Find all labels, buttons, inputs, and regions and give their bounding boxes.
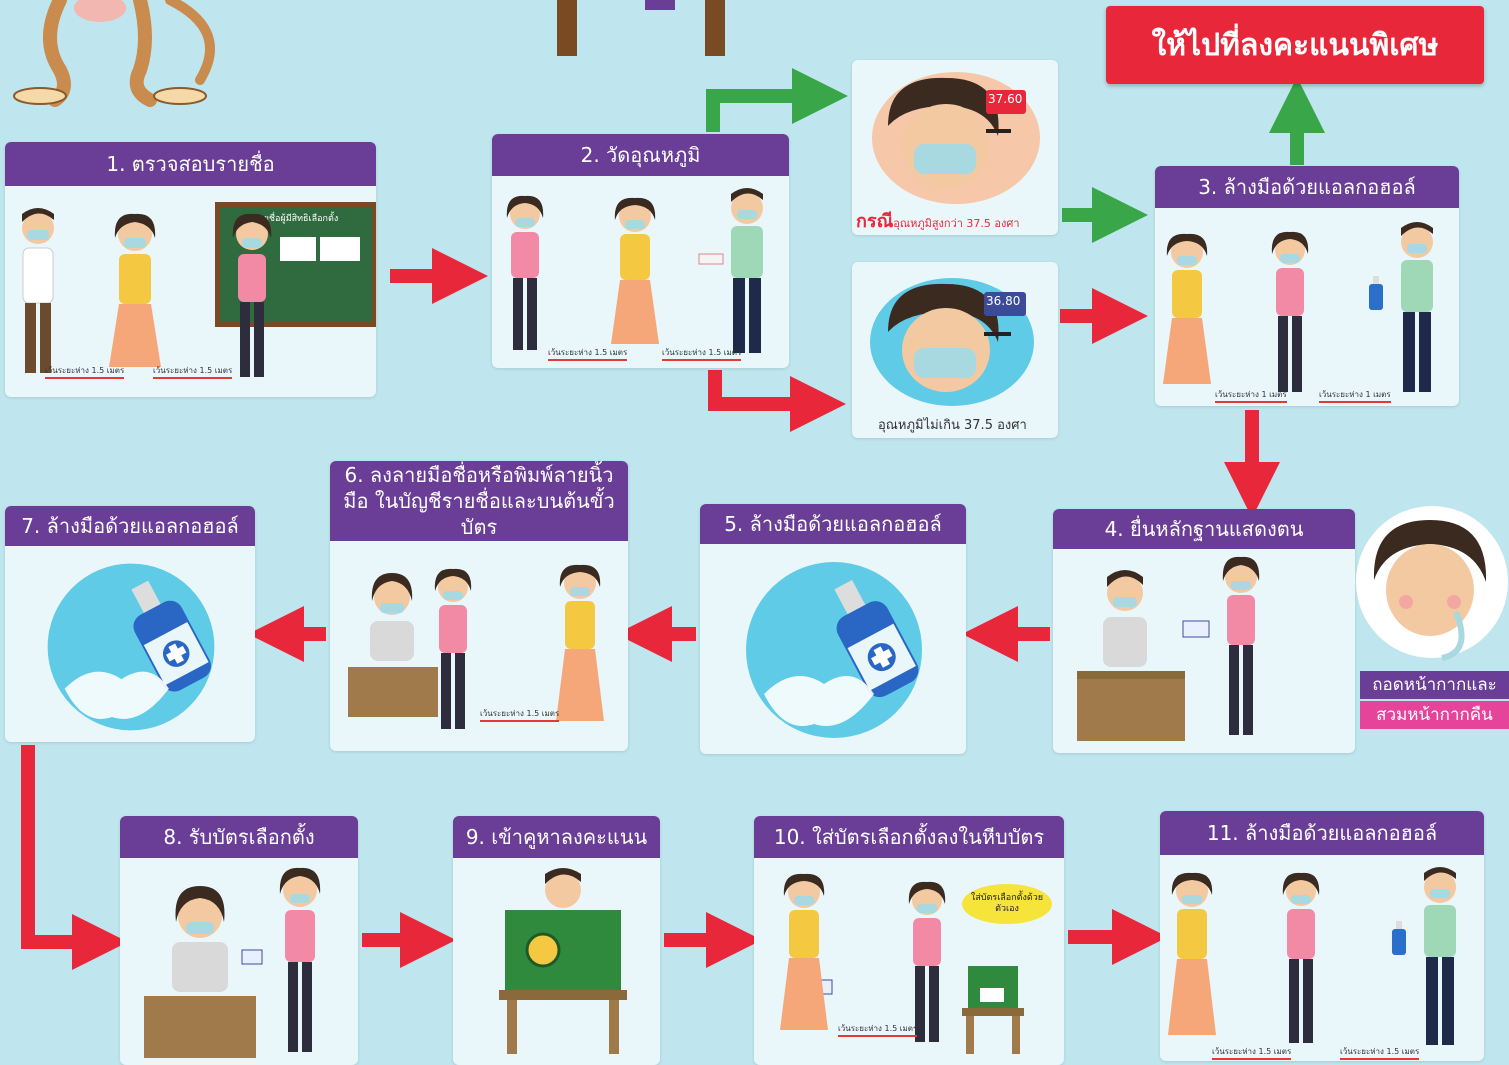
distance-label: เว้นระยะห่าง 1.5 เมตร (548, 346, 628, 361)
person-woman-pink-illustration (908, 881, 946, 1042)
high-temperature-caption: กรณีอุณหภูมิสูงกว่า 37.5 องศา (856, 206, 1020, 235)
person-woman-pink-illustration (1282, 872, 1320, 1043)
board-sheet (280, 237, 316, 261)
high-temperature-text: อุณหภูมิสูงกว่า 37.5 องศา (893, 217, 1020, 230)
person-woman-pink-illustration (232, 213, 272, 377)
face-fever-illustration (872, 72, 1040, 204)
voting-booth-illustration (499, 868, 627, 1054)
high-temperature-case-card: 37.60 กรณีอุณหภูมิสูงกว่า 37.5 องศา (852, 60, 1058, 235)
step-2-header: 2. วัดอุณหภูมิ (492, 134, 789, 176)
staff-at-desk-illustration (144, 886, 256, 1058)
normal-temperature-reading: 36.80 (986, 294, 1021, 308)
person-woman-yellow-illustration (780, 873, 833, 1030)
step-7-card: 7. ล้างมือด้วยแอลกอฮอล์ (5, 506, 255, 742)
board-sheet (320, 237, 360, 261)
monkey-mascot-illustration (13, 0, 215, 107)
step-8-header: 8. รับบัตรเลือกตั้ง (120, 816, 358, 858)
normal-temperature-caption: อุณหภูมิไม่เกิน 37.5 องศา (878, 418, 1027, 433)
step-9-card: 9. เข้าคูหาลงคะแนน (453, 816, 660, 1065)
step-11-card: 11. ล้างมือด้วยแอลกอฮอล์ เว้นระยะห่าง 1.… (1160, 811, 1484, 1061)
person-woman-yellow-illustration (109, 213, 161, 367)
step-10-header: 10. ใส่บัตรเลือกตั้งลงในหีบบัตร (754, 816, 1064, 858)
person-woman-yellow-illustration (1163, 233, 1211, 384)
staff-at-desk-illustration (1077, 570, 1185, 741)
step-2-card: 2. วัดอุณหภูมิ เว้นระยะห่าง 1.5 เมตร เว้… (492, 134, 789, 368)
person-woman-yellow-illustration (1168, 872, 1216, 1035)
person-man-illustration (22, 208, 54, 373)
speech-bubble: ใส่บัตรเลือกตั้งด้วยตัวเอง (962, 884, 1052, 924)
normal-temperature-case-card: 36.80 อุณหภูมิไม่เกิน 37.5 องศา (852, 262, 1058, 438)
staff-with-sanitizer-illustration (1369, 222, 1433, 392)
staff-with-thermometer-illustration (698, 188, 763, 353)
person-woman-pink-illustration (434, 568, 472, 729)
distance-label: เว้นระยะห่าง 1 เมตร (1215, 388, 1287, 403)
arrow-2-to-normal (708, 370, 846, 432)
step-9-header: 9. เข้าคูหาลงคะแนน (453, 816, 660, 858)
face-normal-temperature-illustration (870, 278, 1034, 406)
hand-sanitizer-illustration (47, 563, 215, 731)
step-5-card: 5. ล้างมือด้วยแอลกอฮอล์ (700, 504, 966, 754)
step-8-card: 8. รับบัตรเลือกตั้ง (120, 816, 358, 1065)
special-voting-station-label: ให้ไปที่ลงคะแนนพิเศษ (1106, 6, 1484, 84)
wear-mask-note: สวมหน้ากากคืน (1360, 701, 1509, 729)
case-prefix: กรณี (856, 211, 894, 232)
sign-post-illustration (557, 0, 725, 56)
distance-label: เว้นระยะห่าง 1.5 เมตร (153, 364, 233, 379)
step-1-header: 1. ตรวจสอบรายชื่อ (5, 142, 376, 186)
remove-mask-note: ถอดหน้ากากและ (1360, 671, 1509, 699)
step-7-header: 7. ล้างมือด้วยแอลกอฮอล์ (5, 506, 255, 546)
step-3-card: 3. ล้างมือด้วยแอลกอฮอล์ เว้นระยะห่าง 1 เ… (1155, 166, 1459, 406)
distance-label: เว้นระยะห่าง 1 เมตร (1319, 388, 1391, 403)
face-removing-mask-illustration (1356, 506, 1508, 661)
distance-label: เว้นระยะห่าง 1.5 เมตร (480, 707, 560, 722)
distance-label: เว้นระยะห่าง 1.5 เมตร (1340, 1045, 1420, 1060)
step-5-header: 5. ล้างมือด้วยแอลกอฮอล์ (700, 504, 966, 544)
arrow-7-to-8 (21, 745, 128, 970)
staff-with-sanitizer-illustration (1392, 867, 1456, 1045)
step-3-header: 3. ล้างมือด้วยแอลกอฮอล์ (1155, 166, 1459, 208)
voter-list-board-title: รายชื่อผู้มีสิทธิเลือกตั้ง (253, 214, 339, 224)
step-1-card: 1. ตรวจสอบรายชื่อ รายชื่อผู้มีสิทธิเลือก… (5, 142, 376, 397)
distance-label: เว้นระยะห่าง 1.5 เมตร (45, 364, 125, 379)
distance-label: เว้นระยะห่าง 1.5 เมตร (838, 1022, 918, 1037)
ballot-box-illustration (962, 966, 1024, 1054)
hand-sanitizer-illustration (746, 562, 922, 738)
voter-receiving-ballot-illustration (241, 867, 321, 1052)
staff-at-desk-illustration (348, 573, 438, 717)
distance-label: เว้นระยะห่าง 1.5 เมตร (662, 346, 742, 361)
arrow-2-to-high (706, 68, 848, 132)
step-4-header: 4. ยื่นหลักฐานแสดงตน (1053, 509, 1355, 549)
step-6-card: 6. ลงลายมือชื่อหรือพิมพ์ลายนิ้วมือ ในบัญ… (330, 461, 628, 751)
person-woman-pink-illustration (506, 195, 544, 350)
step-11-header: 11. ล้างมือด้วยแอลกอฮอล์ (1160, 811, 1484, 855)
distance-label: เว้นระยะห่าง 1.5 เมตร (1212, 1045, 1292, 1060)
step-6-header: 6. ลงลายมือชื่อหรือพิมพ์ลายนิ้วมือ ในบัญ… (330, 461, 628, 541)
person-woman-pink-illustration (1271, 231, 1309, 392)
person-woman-yellow-illustration (556, 564, 604, 721)
person-woman-yellow-illustration (611, 197, 659, 344)
high-temperature-reading: 37.60 (988, 92, 1023, 106)
step-4-card: 4. ยื่นหลักฐานแสดงตน (1053, 509, 1355, 753)
step-10-card: 10. ใส่บัตรเลือกตั้งลงในหีบบัตร ใส่บัตรเ… (754, 816, 1064, 1065)
voter-showing-id-illustration (1182, 556, 1260, 735)
